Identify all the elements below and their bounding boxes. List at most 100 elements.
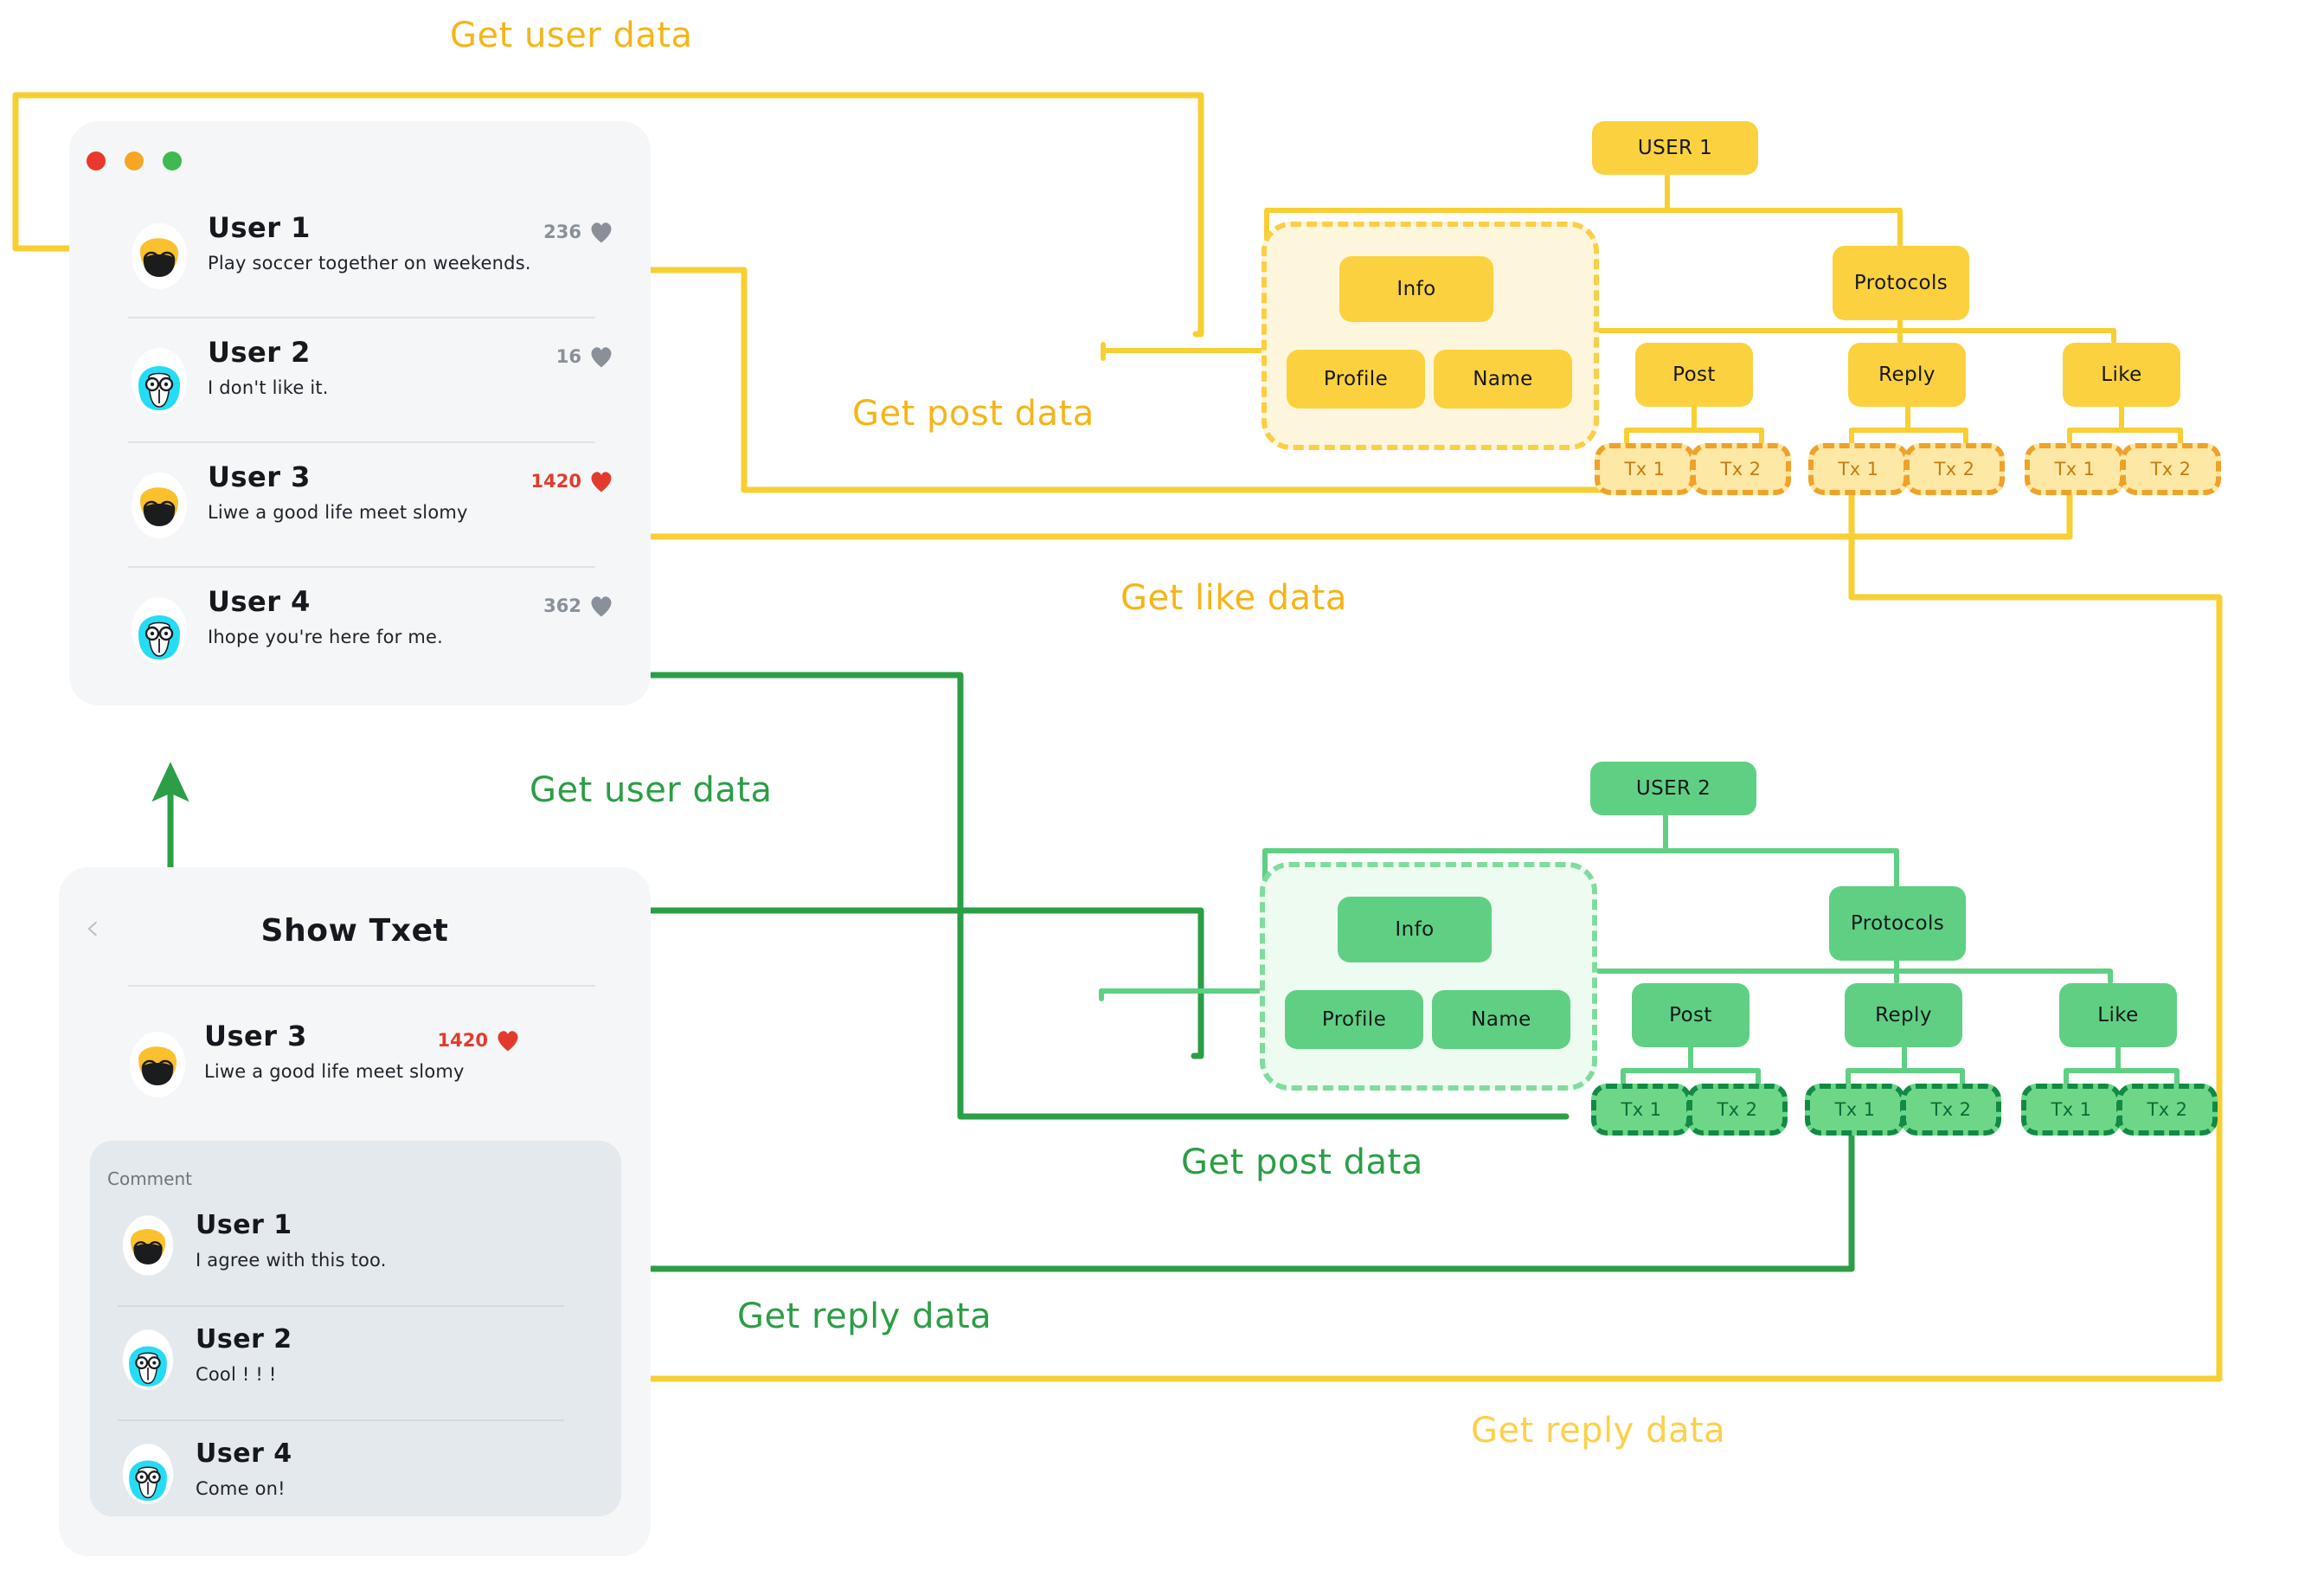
node-user1-like[interactable]: Like (2063, 343, 2180, 407)
flow-label-get-user-data-top: Get user data (450, 16, 693, 55)
node-label: USER 2 (1635, 777, 1711, 800)
flow-label-get-like-data: Get like data (1120, 578, 1347, 618)
avatar (130, 1032, 185, 1097)
node-user1-post[interactable]: Post (1635, 343, 1753, 407)
post-username: User 4 (208, 585, 311, 618)
like-counter[interactable]: 16 (556, 344, 614, 369)
heart-icon[interactable] (588, 344, 614, 369)
avatar (132, 597, 187, 663)
post-divider (128, 317, 595, 319)
flow-label-get-reply-data-green: Get reply data (737, 1297, 992, 1336)
feed-post-row[interactable]: User 1 Play soccer together on weekends.… (69, 211, 651, 317)
like-counter[interactable]: 1420 (531, 469, 614, 493)
node-label: Profile (1321, 1008, 1387, 1031)
node-user2-name[interactable]: Name (1432, 990, 1570, 1049)
node-user2-like[interactable]: Like (2059, 983, 2177, 1047)
comment-username: User 4 (196, 1438, 292, 1469)
comment-row[interactable]: User 1 I agree with this too. (90, 1210, 621, 1312)
node-user2-protocols[interactable]: Protocols (1829, 886, 1966, 961)
node-label: Tx 1 (1621, 1099, 1662, 1120)
node-user1-root[interactable]: USER 1 (1592, 121, 1758, 175)
node-user2-like-tx2[interactable]: Tx 2 (2117, 1084, 2218, 1136)
like-counter[interactable]: 236 (543, 220, 614, 244)
page-title: Show Txet (260, 913, 449, 949)
node-user2-reply-tx2[interactable]: Tx 2 (1901, 1084, 2001, 1136)
node-user1-post-tx2[interactable]: Tx 2 (1691, 443, 1791, 495)
node-user2-root[interactable]: USER 2 (1590, 762, 1756, 815)
post-divider (128, 441, 595, 443)
detail-post-row[interactable]: User 3 Liwe a good life meet slomy 1420 (59, 1020, 651, 1125)
node-user2-reply[interactable]: Reply (1845, 983, 1962, 1047)
node-user2-post-tx2[interactable]: Tx 2 (1687, 1084, 1788, 1136)
node-user1-name[interactable]: Name (1434, 350, 1572, 409)
node-user2-profile[interactable]: Profile (1285, 990, 1423, 1049)
node-label: Tx 1 (1624, 459, 1666, 479)
node-user2-post[interactable]: Post (1632, 983, 1749, 1047)
heart-icon[interactable] (588, 469, 614, 493)
comment-row[interactable]: User 4 Come on! (90, 1438, 621, 1541)
node-user2-like-tx1[interactable]: Tx 1 (2021, 1084, 2122, 1136)
node-label: Post (1672, 364, 1716, 386)
post-text: I don't like it. (208, 377, 329, 398)
node-label: Tx 1 (2054, 459, 2096, 479)
heart-icon[interactable] (588, 594, 614, 618)
comment-text: I agree with this too. (196, 1250, 387, 1271)
node-user1-like-tx2[interactable]: Tx 2 (2121, 443, 2221, 495)
node-user1-profile[interactable]: Profile (1287, 350, 1425, 409)
feed-post-row[interactable]: User 4 Ihope you're here for me. 362 (69, 585, 651, 691)
minimize-dot[interactable] (125, 151, 144, 171)
node-label: Reply (1875, 1004, 1932, 1026)
avatar (122, 1329, 174, 1390)
node-user1-post-tx1[interactable]: Tx 1 (1595, 443, 1695, 495)
node-user1-reply-tx2[interactable]: Tx 2 (1904, 443, 2005, 495)
node-label: Reply (1878, 364, 1936, 386)
comment-username: User 1 (196, 1210, 292, 1240)
heart-icon[interactable] (588, 220, 614, 244)
like-counter[interactable]: 1420 (438, 1028, 521, 1052)
node-label: Like (2097, 1004, 2139, 1026)
post-username: User 1 (208, 211, 311, 244)
post-divider (128, 566, 595, 568)
avatar (132, 223, 187, 289)
node-user1-info[interactable]: Info (1339, 256, 1493, 322)
post-text: Liwe a good life meet slomy (204, 1061, 465, 1082)
maximize-dot[interactable] (163, 151, 182, 171)
node-label: Info (1395, 918, 1435, 941)
post-username: User 3 (208, 460, 311, 493)
node-user1-reply[interactable]: Reply (1848, 343, 1966, 407)
post-username: User 2 (208, 336, 311, 369)
node-label: Tx 2 (2150, 459, 2192, 479)
node-label: Tx 2 (1934, 459, 1975, 479)
title-divider (128, 985, 595, 987)
node-label: Post (1669, 1004, 1712, 1026)
like-count: 1420 (437, 1030, 488, 1051)
node-user1-reply-tx1[interactable]: Tx 1 (1808, 443, 1909, 495)
feed-post-row[interactable]: User 2 I don't like it. 16 (69, 336, 651, 441)
post-text: Ihope you're here for me. (208, 627, 444, 647)
node-label: Profile (1323, 368, 1389, 390)
node-label: Tx 2 (1717, 1099, 1758, 1120)
comment-section-header: Comment (107, 1168, 192, 1189)
node-label: Tx 2 (1720, 459, 1762, 479)
post-username: User 3 (204, 1020, 307, 1052)
node-user2-reply-tx1[interactable]: Tx 1 (1805, 1084, 1905, 1136)
comment-username: User 2 (196, 1324, 292, 1355)
node-user2-post-tx1[interactable]: Tx 1 (1591, 1084, 1692, 1136)
flow-label-get-reply-data-yellow: Get reply data (1471, 1411, 1726, 1451)
node-user1-protocols[interactable]: Protocols (1833, 246, 1969, 320)
comment-row[interactable]: User 2 Cool ! ! ! (90, 1324, 621, 1426)
like-count: 362 (543, 595, 581, 616)
node-user1-like-tx1[interactable]: Tx 1 (2025, 443, 2125, 495)
node-label: Info (1396, 278, 1436, 300)
feed-post-row[interactable]: User 3 Liwe a good life meet slomy 1420 (69, 460, 651, 566)
node-label: USER 1 (1637, 137, 1713, 159)
back-chevron-icon[interactable]: ‹ (85, 905, 100, 949)
avatar (132, 473, 187, 538)
node-user2-info[interactable]: Info (1338, 897, 1492, 962)
flow-label-get-user-data-mid: Get user data (530, 770, 773, 810)
close-dot[interactable] (87, 151, 106, 171)
flow-label-get-post-data-bottom: Get post data (1181, 1142, 1423, 1182)
heart-icon[interactable] (495, 1028, 521, 1052)
like-counter[interactable]: 362 (543, 594, 614, 618)
